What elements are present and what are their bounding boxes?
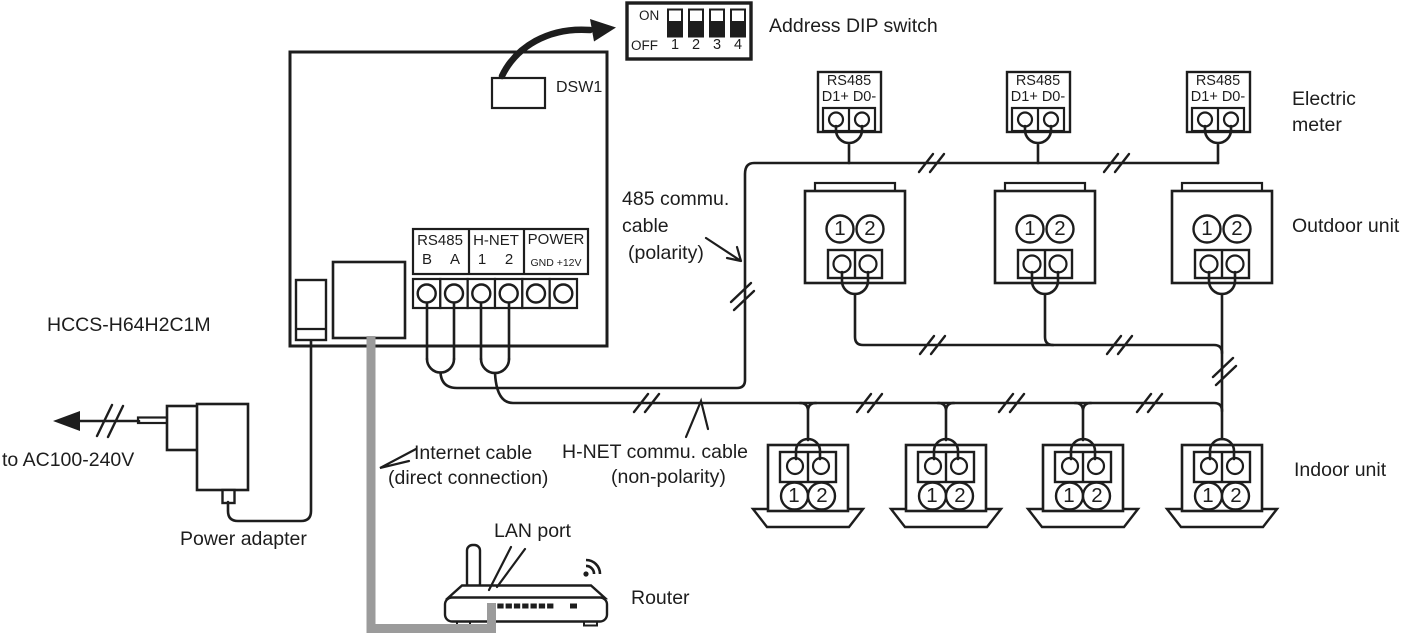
lan-port-label: LAN port xyxy=(494,520,571,542)
plug-prong xyxy=(136,416,170,425)
ac-source-label: to AC100-240V xyxy=(2,449,135,471)
outdoor3-terminal-2: 2 xyxy=(1231,217,1243,240)
router-antenna xyxy=(465,543,482,591)
dip-switch-levers xyxy=(667,8,746,38)
meter-drop-wires xyxy=(834,124,1233,165)
outdoor1-terminal-1: 1 xyxy=(834,217,846,240)
internet-cable-label-2: (direct connection) xyxy=(388,467,549,489)
indoor4-terminal-1: 1 xyxy=(1202,484,1214,507)
indoor2-terminal-2: 2 xyxy=(954,484,966,507)
terminal-power-pins: GND +12V xyxy=(530,257,582,269)
meter3-title: RS485 xyxy=(1195,73,1241,89)
rs485-cable-label-3: (polarity) xyxy=(628,242,704,264)
dip-number-3: 3 xyxy=(712,37,722,53)
indoor4-terminal-2: 2 xyxy=(1230,484,1242,507)
power-adapter xyxy=(136,402,250,505)
hnet-cable-label-1: H-NET commu. cable xyxy=(562,441,749,463)
power-connector xyxy=(294,278,328,342)
router xyxy=(443,543,609,627)
indoor-unit-4 xyxy=(1164,443,1280,529)
power-cord xyxy=(226,339,313,523)
indoor3-terminal-1: 1 xyxy=(1063,484,1075,507)
terminal-pin-2: 2 xyxy=(504,251,514,268)
pointer-485-cable xyxy=(704,236,743,263)
internet-cable-label-1: Internet cable xyxy=(414,442,533,464)
outdoor2-terminal-1: 1 xyxy=(1024,217,1036,240)
outdoor3-terminal-1: 1 xyxy=(1201,217,1213,240)
wifi-icon xyxy=(583,558,602,577)
indoor3-terminal-2: 2 xyxy=(1091,484,1103,507)
indoor-unit-2 xyxy=(888,443,1004,529)
indoor-unit-1 xyxy=(750,443,866,529)
dip-number-2: 2 xyxy=(691,37,701,53)
controller-terminal-wires xyxy=(425,301,511,375)
electric-meter-label-2: meter xyxy=(1292,114,1342,136)
outdoor1-terminal-2: 2 xyxy=(864,217,876,240)
dip-zoom-arrow xyxy=(498,26,594,80)
terminal-pin-a: A xyxy=(449,251,461,268)
power-adapter-label: Power adapter xyxy=(180,528,307,550)
wire-hnet-bus xyxy=(493,371,1224,413)
outdoor-unit-3 xyxy=(1170,181,1274,285)
terminal-power-title: POWER xyxy=(527,231,585,248)
indoor-drop-wires xyxy=(794,401,1236,461)
dip-number-4: 4 xyxy=(733,37,743,53)
hnet-cable-label-2: (non-polarity) xyxy=(611,466,726,488)
outdoor-unit-1 xyxy=(803,181,907,285)
terminal-hnet-title: H-NET xyxy=(473,232,519,249)
terminal-pin-b: B xyxy=(421,251,433,268)
indoor-unit-label: Indoor unit xyxy=(1294,459,1387,481)
meter2-pins: D1+ D0- xyxy=(1010,89,1066,105)
wire-485-bus xyxy=(439,161,1220,390)
pointer-lan-port xyxy=(487,545,527,592)
router-label: Router xyxy=(631,587,690,609)
dsw1-switch-block xyxy=(490,76,547,110)
dip-on-label: ON xyxy=(639,8,660,23)
outdoor-unit-label: Outdoor unit xyxy=(1292,215,1400,237)
electric-meter-label-1: Electric xyxy=(1292,88,1356,110)
ac-arrowhead xyxy=(53,411,80,431)
outdoor-drop-wires xyxy=(840,270,1237,441)
rs485-cable-label-2: cable xyxy=(622,215,669,237)
outdoor2-terminal-2: 2 xyxy=(1054,217,1066,240)
dip-switch-caption: Address DIP switch xyxy=(769,15,938,37)
controller-model-label: HCCS-H64H2C1M xyxy=(47,314,211,336)
rs485-cable-label-1: 485 commu. xyxy=(622,188,730,210)
meter3-pins: D1+ D0- xyxy=(1190,89,1246,105)
pointer-hnet-cable xyxy=(684,397,710,439)
dip-off-label: OFF xyxy=(631,38,658,53)
pointer-internet-cable xyxy=(379,447,418,470)
meter2-title: RS485 xyxy=(1015,73,1061,89)
dip-zoom-arrowhead xyxy=(590,19,616,42)
indoor2-terminal-1: 1 xyxy=(926,484,938,507)
indoor1-terminal-2: 2 xyxy=(816,484,828,507)
terminal-strip xyxy=(411,277,579,310)
router-ports xyxy=(489,603,577,609)
lan-connector xyxy=(331,260,407,340)
meter1-pins: D1+ D0- xyxy=(821,89,877,105)
terminal-rs485-title: RS485 xyxy=(417,232,463,249)
indoor1-terminal-1: 1 xyxy=(788,484,800,507)
dip-number-1: 1 xyxy=(670,37,680,53)
meter1-title: RS485 xyxy=(826,73,872,89)
dsw1-label: DSW1 xyxy=(556,79,603,96)
terminal-pin-1: 1 xyxy=(477,251,487,268)
outdoor-unit-2 xyxy=(993,181,1097,285)
indoor-unit-3 xyxy=(1025,443,1141,529)
